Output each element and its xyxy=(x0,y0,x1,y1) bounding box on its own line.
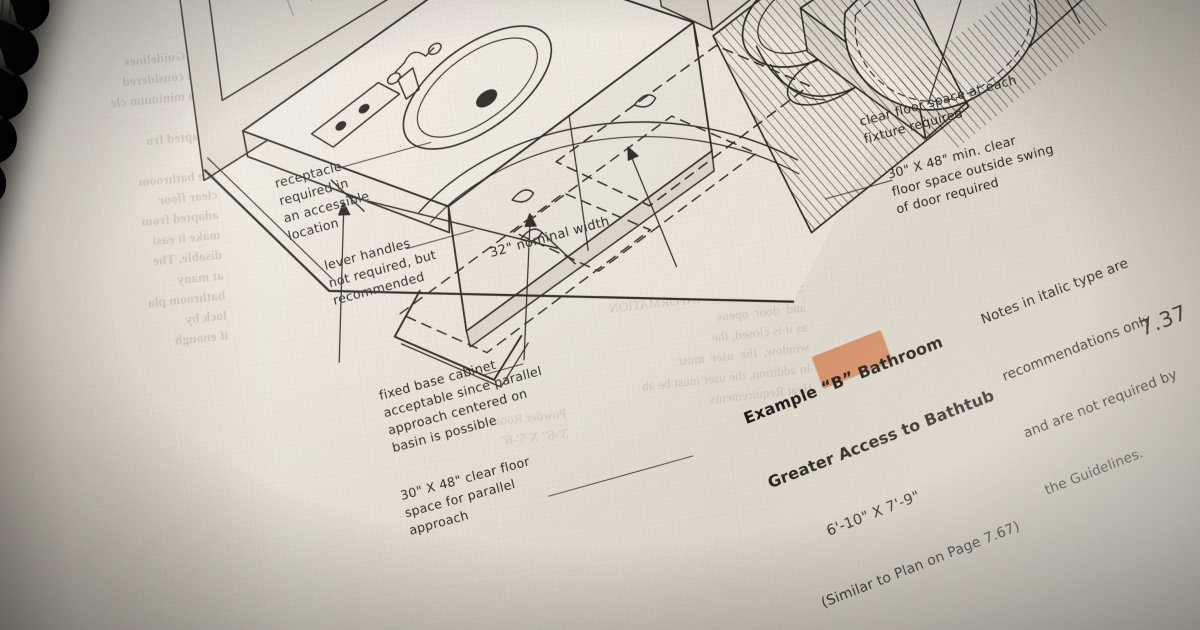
coil-core-striation xyxy=(0,0,5,21)
leader-line-parallel xyxy=(548,455,694,497)
note-line-4: the Guidelines. xyxy=(1042,445,1146,499)
coil-inner-core xyxy=(0,0,28,23)
coil-core-striation xyxy=(8,0,13,22)
note-line-2: recommendations only xyxy=(1000,311,1154,385)
note-line-1: Notes in italic type are xyxy=(978,255,1131,328)
coil-highlight xyxy=(0,9,25,32)
spiral-coil-binding xyxy=(0,0,286,630)
note-line-3: and are not required by xyxy=(1021,366,1180,442)
coil-highlight xyxy=(0,53,14,76)
